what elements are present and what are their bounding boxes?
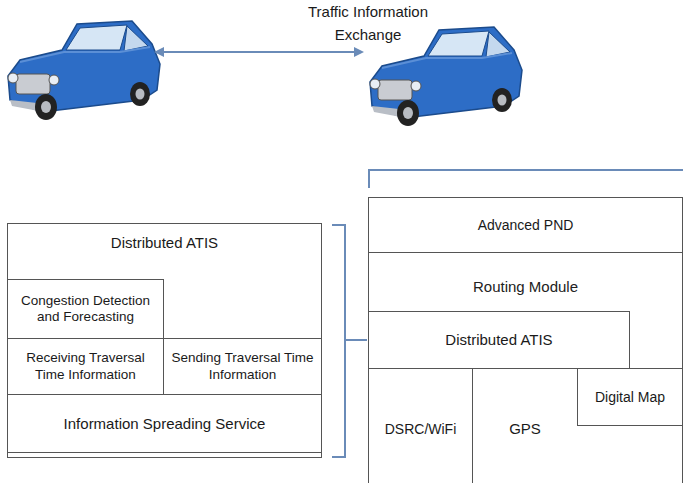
box-label: Receiving Traversal Time Information <box>8 339 163 394</box>
box-label: Congestion Detection and Forecasting <box>8 280 163 338</box>
text-run: GPS <box>509 420 541 438</box>
top-bracket <box>369 170 683 188</box>
exchange-arrow <box>156 51 362 53</box>
process-box: Routing ModuleDistributed ATIS <box>368 252 683 369</box>
process-box: Distributed ATIS <box>368 311 630 369</box>
process-box: Digital Map <box>577 368 683 426</box>
box-label: Distributed ATIS <box>8 226 321 260</box>
arrow-label: Traffic Information Exchange <box>288 0 448 47</box>
text-run: Digital Map <box>595 389 665 406</box>
box-label: Distributed ATIS <box>369 312 629 368</box>
box-label: Sending Traversal Time Information <box>164 339 321 394</box>
box-label: Routing Module <box>369 265 682 309</box>
text-run: Distributed ATIS <box>445 331 552 349</box>
process-box: Sending Traversal Time Information <box>163 338 322 395</box>
text-run: Sending Traversal Time Information <box>168 350 317 382</box>
box-label: Advanced PND <box>369 198 682 252</box>
process-box: Information Spreading Service <box>7 394 322 453</box>
process-box: GPS Digital Map <box>472 368 683 483</box>
process-box: Receiving Traversal Time Information <box>7 338 164 395</box>
process-box: DSRC/WiFi <box>368 368 473 483</box>
process-box: Distributed ATIS Congestion Detection and… <box>7 223 322 458</box>
text-run: Routing Module <box>473 278 578 296</box>
text-run: Congestion Detection and Forecasting <box>12 293 159 325</box>
text-run: Distributed ATIS <box>111 234 218 252</box>
box-label: Information Spreading Service <box>8 395 321 452</box>
box-label: GPS <box>473 399 577 459</box>
text-run: Advanced PND <box>478 217 574 234</box>
car-left <box>8 21 160 120</box>
text-run: Receiving Traversal Time Information <box>12 350 159 382</box>
text-run: DSRC/WiFi <box>385 421 457 438</box>
text-run: Information Spreading Service <box>64 415 266 433</box>
process-box: Advanced PND <box>368 197 683 253</box>
box-label: DSRC/WiFi <box>369 399 472 459</box>
process-box: Congestion Detection and Forecasting <box>7 279 164 339</box>
box-label: Digital Map <box>578 369 682 425</box>
side-bracket <box>332 225 367 457</box>
